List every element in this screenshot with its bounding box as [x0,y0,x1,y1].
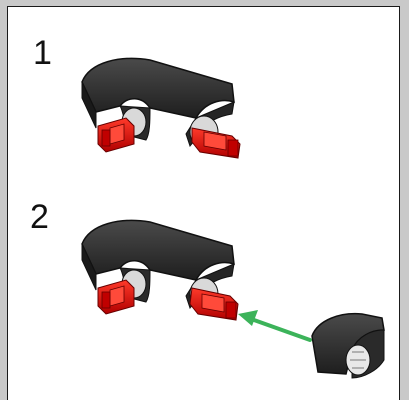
step-2-red-axle-left-icon [97,279,135,315]
green-insert-arrow-icon [238,310,312,342]
step-2-curved-cap-piece-icon [311,312,385,379]
step-2-number: 2 [30,198,49,236]
step-1-red-axle-left-icon [97,117,135,153]
step-1-number: 1 [33,34,52,72]
step-2-red-axle-right-icon [189,287,239,321]
step-1-red-axle-right-icon [191,127,241,159]
